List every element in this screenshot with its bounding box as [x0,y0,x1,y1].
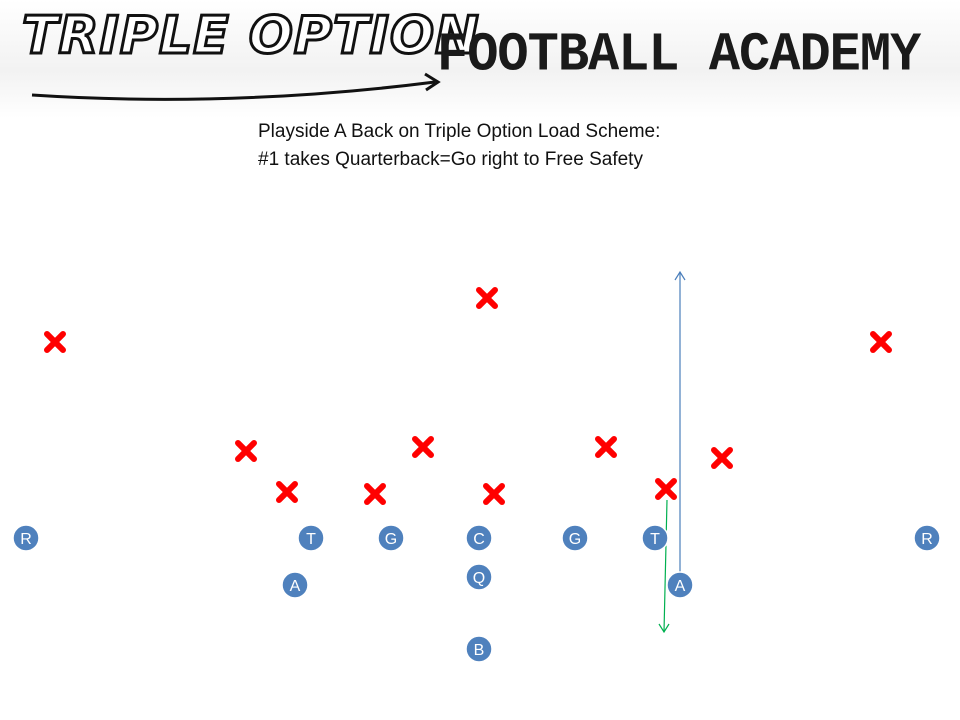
x-mark-icon [870,331,892,353]
x-mark-icon [44,331,66,353]
logo-swoosh-icon [31,72,441,101]
arrow-up-icon [674,270,686,281]
qb-path [663,499,668,633]
x-mark-icon [483,483,505,505]
x-mark-icon [655,478,677,500]
x-mark-icon [412,436,434,458]
player-r: R [913,524,941,552]
player-label: R [20,531,32,548]
player-a: A [281,571,309,599]
x-mark-icon [364,483,386,505]
title-line-1: Playside A Back on Triple Option Load Sc… [258,121,661,142]
player-q: Q [465,563,493,591]
arrow-down-icon [658,623,670,634]
player-a: A [666,571,694,599]
diagram-title: Playside A Back on Triple Option Load Sc… [258,118,660,174]
player-label: B [474,642,485,659]
player-label: Q [473,570,485,587]
x-mark-icon [476,287,498,309]
logo-football-academy: FOOTBALL ACADEMY [437,24,921,87]
x-mark-icon [595,436,617,458]
defense [44,287,892,505]
x-mark-icon [276,481,298,503]
player-g: G [377,524,405,552]
player-c: C [465,524,493,552]
player-label: R [921,531,933,548]
offense: R T G C G T R A Q A B [12,524,941,663]
logo-triple-option: TRIPLE OPTION [21,5,481,68]
player-g: G [561,524,589,552]
x-mark-icon [235,440,257,462]
header-banner: TRIPLE OPTION FOOTBALL ACADEMY [0,0,960,118]
player-label: A [290,578,301,595]
player-label: T [650,531,660,548]
player-label: G [385,531,397,548]
player-label: G [569,531,581,548]
player-t: T [297,524,325,552]
x-mark-icon [711,447,733,469]
player-r: R [12,524,40,552]
player-b: B [465,635,493,663]
player-t: T [641,524,669,552]
player-label: T [306,531,316,548]
title-line-2: #1 takes Quarterback=Go right to Free Sa… [258,149,643,170]
player-label: C [473,531,485,548]
player-label: A [675,578,686,595]
